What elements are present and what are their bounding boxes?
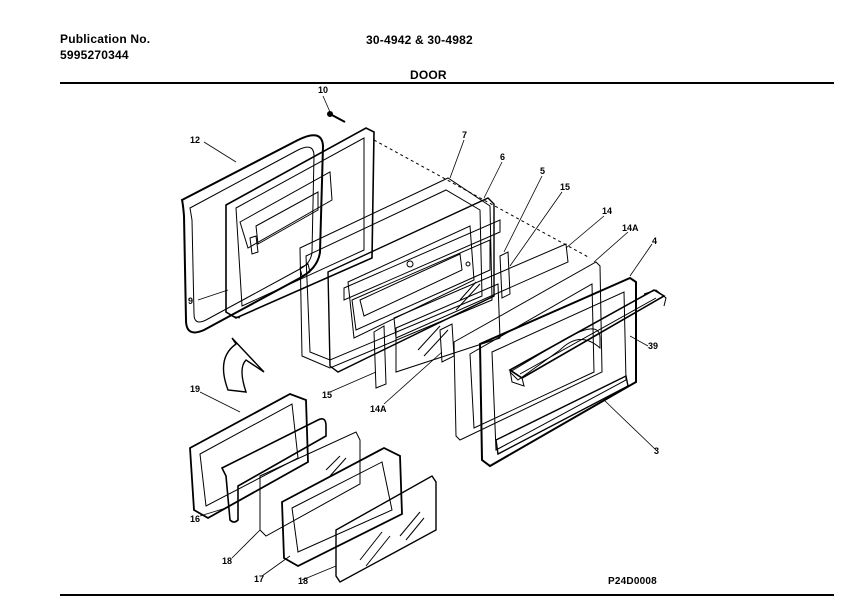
part-door-liner-9	[225, 127, 375, 319]
callout-14: 14	[602, 206, 612, 216]
part-frame-17	[281, 446, 403, 568]
diagram-code: P24D0008	[608, 576, 657, 587]
callout-9: 9	[188, 296, 193, 306]
leader-lines	[197, 95, 657, 581]
callout-15-top: 15	[560, 182, 570, 192]
callout-14A-top: 14A	[622, 223, 639, 233]
callout-labels: 10 12 9 7 6 5 15 14 14A 4 39 15 14A 3 19…	[188, 85, 659, 586]
callout-6: 6	[500, 152, 505, 162]
callout-12: 12	[190, 135, 200, 145]
callout-19: 19	[190, 384, 200, 394]
part-glass-14	[393, 243, 569, 373]
part-frame-19	[189, 393, 309, 520]
part-glass-18b	[335, 475, 437, 583]
model-numbers: 30-4942 & 30-4982	[366, 33, 473, 47]
callout-18-b: 18	[298, 576, 308, 586]
callout-18-a: 18	[222, 556, 232, 566]
callout-14A-bottom: 14A	[370, 404, 387, 414]
bottom-rule	[60, 594, 834, 596]
callout-7: 7	[462, 130, 467, 140]
part-glass-18a	[259, 431, 361, 537]
part-window-frame-6	[327, 197, 495, 373]
part-gasket-12	[180, 134, 325, 334]
part-outer-door-3	[478, 276, 637, 468]
callout-10: 10	[318, 85, 328, 95]
callout-17: 17	[254, 574, 264, 584]
part-outer-glass-4	[453, 261, 603, 441]
top-rule	[60, 82, 834, 84]
callout-3: 3	[654, 446, 659, 456]
callout-39: 39	[648, 341, 658, 351]
callout-4: 4	[652, 236, 657, 246]
assembly-line	[373, 139, 591, 259]
part-screw-10	[327, 111, 346, 123]
publication-label: Publication No.	[60, 32, 151, 46]
publication-number: 5995270344	[60, 48, 129, 62]
assembly-arrow-icon	[222, 337, 265, 393]
callout-16: 16	[190, 514, 200, 524]
part-seal-16	[220, 418, 327, 523]
part-handle-39	[508, 289, 667, 387]
callout-15-bottom: 15	[322, 390, 332, 400]
part-glass-5	[343, 219, 501, 331]
callout-5: 5	[540, 166, 545, 176]
section-title: DOOR	[410, 68, 447, 82]
part-insulation-7	[299, 177, 493, 369]
